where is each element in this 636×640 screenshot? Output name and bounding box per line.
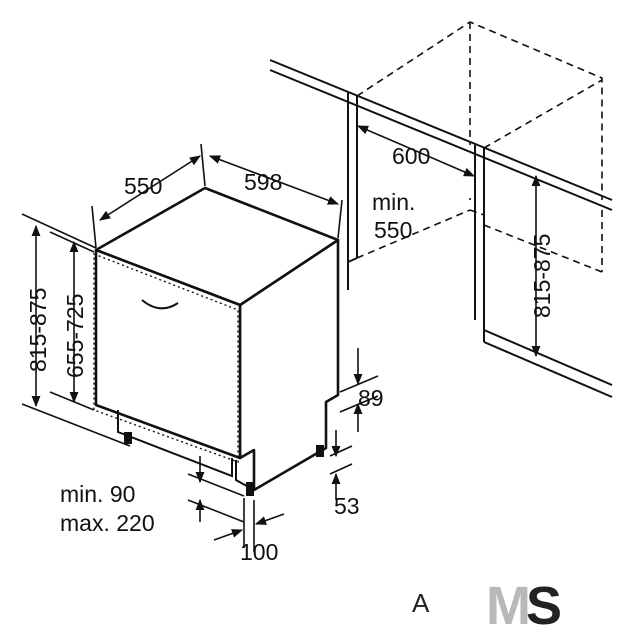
dim-foot-setback: 100 [213,498,285,565]
dim-foot-setback-label: 100 [240,539,278,565]
dim-niche-depth-value: 550 [374,217,412,243]
dim-width-label: 598 [244,169,282,195]
dim-foot-height: 53 [329,430,360,519]
dim-niche-width-label: 600 [392,143,430,169]
dim-width: 598 [208,155,343,239]
dim-depth-label: 550 [124,173,162,199]
logo-m: M [486,576,531,636]
dim-plinth-gap: 89 [339,348,384,432]
dim-appliance-height: 815-875 [21,213,131,447]
dim-plinth-height: min. 90 max. 220 [60,456,245,536]
dim-foot-height-label: 53 [334,493,360,519]
dim-niche-height: 815-875 [529,174,555,358]
dim-niche-depth: min. 550 [372,189,471,243]
dim-door-height-label: 655-725 [62,294,88,378]
dim-depth: 550 [91,143,206,249]
dim-plinth-gap-label: 89 [358,385,384,411]
dim-niche-depth-label: min. [372,189,415,215]
logo-s: S [526,576,562,636]
dim-door-height: 655-725 [49,231,95,411]
dim-niche-height-label: 815-875 [529,234,555,318]
dim-plinth-max-label: max. 220 [60,510,155,536]
dishwasher-body [93,186,340,496]
dim-plinth-min-label: min. 90 [60,481,135,507]
dim-appliance-height-label: 815-875 [25,288,51,372]
logo-partial-letter: A [412,588,430,618]
dim-niche-width: 600 [356,125,476,177]
brand-logo: A M S [412,576,562,636]
